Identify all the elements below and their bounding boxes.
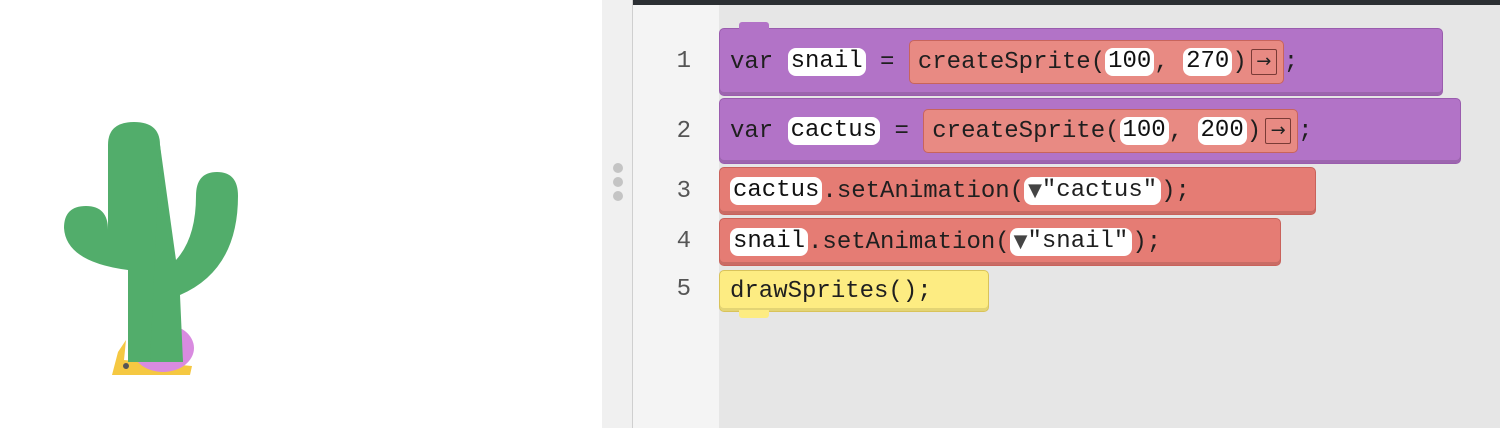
grip-dot (613, 177, 623, 187)
animation-dropdown[interactable]: ▼"cactus" (1024, 177, 1162, 205)
semicolon: ; (1298, 117, 1313, 145)
game-stage[interactable] (0, 0, 602, 428)
method-name: .setAnimation( (822, 177, 1025, 205)
panel-resize-handle[interactable] (602, 0, 632, 428)
editor-top-bar (633, 0, 1500, 5)
dropdown-arrow-icon: ▼ (1013, 231, 1028, 252)
create-sprite-block[interactable]: createSprite(100, 200)→ (923, 109, 1299, 153)
block-notch (739, 22, 769, 30)
y-argument-field[interactable]: 270 (1183, 48, 1233, 76)
line-number: 5 (676, 276, 691, 303)
variable-name-field[interactable]: snail (787, 48, 866, 76)
var-snail-block[interactable]: var snail = createSprite(100, 270)→; (719, 28, 1443, 96)
line-number: 1 (676, 48, 691, 75)
draw-sprites-block[interactable]: drawSprites(); (719, 270, 989, 312)
grip-dot (613, 191, 623, 201)
stage-canvas (64, 122, 238, 375)
snail-eye (123, 363, 129, 369)
animation-name: "snail" (1027, 228, 1129, 255)
function-name: createSprite( (917, 48, 1106, 76)
method-name: .setAnimation( (808, 228, 1010, 256)
close-paren: ); (1161, 177, 1190, 205)
variable-name-field[interactable]: cactus (787, 117, 881, 145)
function-name: createSprite( (932, 117, 1120, 145)
line-number-gutter: 1 2 3 4 5 (633, 5, 719, 428)
argument-separator: , (1154, 48, 1184, 76)
object-name-field[interactable]: cactus (730, 177, 823, 205)
expand-arrow-icon[interactable]: → (1265, 118, 1292, 144)
y-argument-field[interactable]: 200 (1197, 117, 1247, 145)
close-paren: ) (1232, 48, 1247, 76)
semicolon: ; (1283, 48, 1299, 76)
x-argument-field[interactable]: 100 (1105, 48, 1155, 76)
object-name-field[interactable]: snail (730, 228, 809, 256)
animation-dropdown[interactable]: ▼"snail" (1009, 228, 1133, 256)
dropdown-arrow-icon: ▼ (1028, 180, 1042, 201)
line-number: 2 (676, 118, 691, 145)
argument-separator: , (1168, 117, 1198, 145)
cactus-trunk-right (150, 145, 238, 362)
expand-arrow-icon[interactable]: → (1250, 49, 1277, 75)
close-paren: ); (1132, 228, 1162, 256)
line-number: 4 (676, 228, 691, 255)
line-number: 3 (676, 178, 691, 205)
draw-sprites-call: drawSprites(); (730, 277, 932, 305)
close-paren: ) (1246, 117, 1262, 145)
x-argument-field[interactable]: 100 (1119, 117, 1169, 145)
block-notch (739, 310, 769, 318)
block-code-editor[interactable]: 1 2 3 4 5 var snail = createSprite(100, … (632, 0, 1500, 428)
equals-sign: = (880, 48, 895, 76)
equals-sign: = (894, 117, 909, 145)
set-animation-cactus-block[interactable]: cactus.setAnimation(▼"cactus"); (719, 167, 1316, 215)
cactus-sprite (64, 122, 238, 362)
animation-name: "cactus" (1041, 177, 1158, 204)
grip-dot (613, 163, 623, 173)
set-animation-snail-block[interactable]: snail.setAnimation(▼"snail"); (719, 218, 1281, 266)
var-keyword: var (730, 117, 774, 145)
var-keyword: var (730, 48, 774, 76)
create-sprite-block[interactable]: createSprite(100, 270)→ (908, 40, 1284, 84)
var-cactus-block[interactable]: var cactus = createSprite(100, 200)→; (719, 98, 1461, 164)
